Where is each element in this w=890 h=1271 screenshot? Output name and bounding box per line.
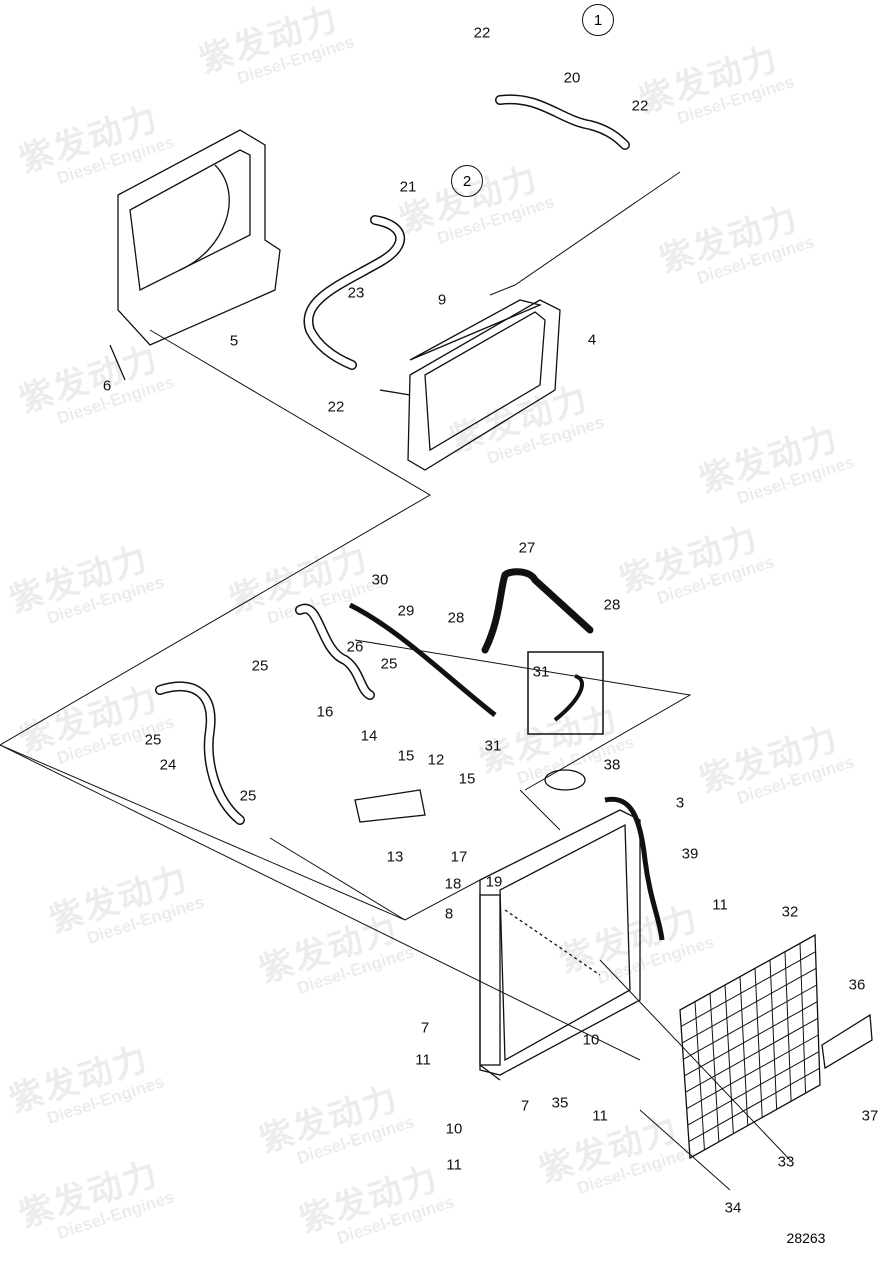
fan-shroud bbox=[109, 129, 281, 381]
callout-15: 15 bbox=[458, 770, 476, 788]
callout-32: 32 bbox=[781, 903, 799, 921]
callout-19: 19 bbox=[485, 873, 503, 891]
callout-28: 28 bbox=[447, 609, 465, 627]
charge-air-cooler bbox=[379, 299, 561, 471]
callout-5: 5 bbox=[229, 332, 239, 350]
callout-8: 8 bbox=[444, 905, 454, 923]
callout-7: 7 bbox=[420, 1019, 430, 1037]
callout-22: 22 bbox=[631, 97, 649, 115]
bracket-12 bbox=[354, 789, 426, 823]
callout-7: 7 bbox=[520, 1097, 530, 1115]
assembly-lines bbox=[0, 171, 791, 1191]
hose-29 bbox=[348, 602, 497, 717]
callout-38: 38 bbox=[603, 756, 621, 774]
callout-17: 17 bbox=[450, 848, 468, 866]
hose-inner bbox=[156, 95, 629, 824]
callout-39: 39 bbox=[681, 845, 699, 863]
callout-33: 33 bbox=[777, 1153, 795, 1171]
callout-35: 35 bbox=[551, 1094, 569, 1112]
callout-27: 27 bbox=[518, 539, 536, 557]
radiator bbox=[479, 769, 641, 1081]
hoses bbox=[155, 94, 630, 825]
callout-37: 37 bbox=[861, 1107, 879, 1125]
callout-28: 28 bbox=[603, 596, 621, 614]
callout-29: 29 bbox=[397, 602, 415, 620]
callout-13: 13 bbox=[386, 848, 404, 866]
view-marker-2: 2 bbox=[451, 165, 483, 197]
detail-box-31 bbox=[527, 651, 604, 735]
callout-26: 26 bbox=[346, 638, 364, 656]
callout-18: 18 bbox=[444, 875, 462, 893]
callout-11: 11 bbox=[446, 1156, 462, 1174]
callout-21: 21 bbox=[399, 178, 417, 196]
callout-25: 25 bbox=[144, 731, 162, 749]
figure-number: 28263 bbox=[786, 1230, 826, 1246]
callout-25: 25 bbox=[251, 657, 269, 675]
callout-3: 3 bbox=[675, 794, 685, 812]
callout-11: 11 bbox=[592, 1107, 608, 1125]
grille-guard bbox=[679, 933, 821, 1160]
callout-16: 16 bbox=[316, 703, 334, 721]
callout-15: 15 bbox=[397, 747, 415, 765]
callout-34: 34 bbox=[724, 1199, 742, 1217]
hose-39 bbox=[604, 796, 665, 941]
callout-20: 20 bbox=[563, 69, 581, 87]
callout-22: 22 bbox=[327, 398, 345, 416]
callout-14: 14 bbox=[360, 727, 378, 745]
callout-23: 23 bbox=[347, 284, 365, 302]
callout-6: 6 bbox=[102, 377, 112, 395]
callout-11: 11 bbox=[415, 1051, 431, 1069]
badge bbox=[821, 1013, 873, 1070]
callout-22: 22 bbox=[473, 24, 491, 42]
callout-31: 31 bbox=[532, 663, 550, 681]
callout-24: 24 bbox=[159, 756, 177, 774]
view-marker-1: 1 bbox=[582, 4, 614, 36]
callout-25: 25 bbox=[239, 787, 257, 805]
callout-10: 10 bbox=[445, 1120, 463, 1138]
callout-12: 12 bbox=[427, 751, 445, 769]
callout-9: 9 bbox=[437, 291, 447, 309]
callout-10: 10 bbox=[582, 1031, 600, 1049]
callout-36: 36 bbox=[848, 976, 866, 994]
callout-31: 31 bbox=[484, 737, 502, 755]
callout-30: 30 bbox=[371, 571, 389, 589]
callout-4: 4 bbox=[587, 331, 597, 349]
callout-11: 11 bbox=[712, 896, 728, 914]
callout-25: 25 bbox=[380, 655, 398, 673]
